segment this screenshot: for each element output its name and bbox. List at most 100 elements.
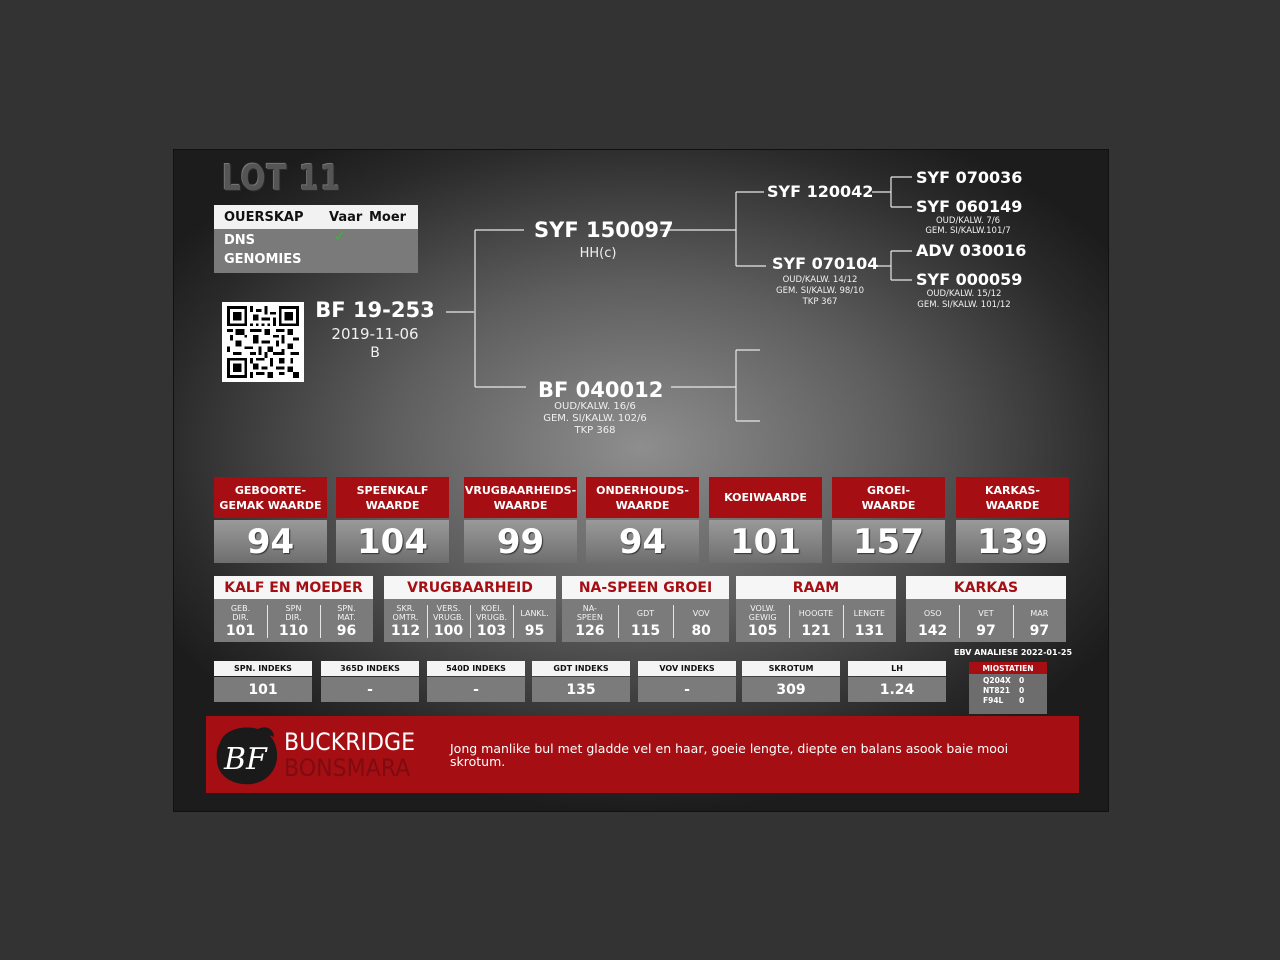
footer-banner	[206, 716, 1079, 793]
sire-sire-dam-intercalving: GEM. SI/KALW.101/7	[925, 226, 1011, 236]
ebv-label: ONDERHOUDS- WAARDE	[586, 477, 699, 518]
group-cell: GEB. DIR.101	[225, 604, 256, 639]
ebv-value: 104	[336, 520, 449, 563]
ebv-maintenance: ONDERHOUDS- WAARDE 94	[586, 477, 699, 563]
ebv-value: 99	[464, 520, 577, 563]
brand-name: BUCKRIDGE	[284, 728, 416, 756]
sire-id: SYF 150097	[534, 218, 674, 242]
bf-logo-icon: BF	[216, 727, 278, 785]
ebv-value: 157	[832, 520, 945, 563]
mother-column-header: Moer	[369, 209, 407, 225]
ebv-value: 101	[709, 520, 822, 563]
parentage-row-genomies: GENOMIES	[224, 252, 302, 267]
ebv-weaning: SPEENKALF WAARDE 104	[336, 477, 449, 563]
dam-tkp: TKP 368	[574, 425, 616, 436]
sire-dam-tkp: TKP 367	[802, 297, 838, 307]
group-cell: SPN DIR.110	[267, 599, 320, 642]
group-cell: LANKL.95	[513, 599, 556, 642]
check-icon: ✓	[334, 229, 346, 245]
group-title: VRUGBAARHEID	[384, 576, 556, 599]
sire-dam-dam-calving: OUD/KALW. 15/12	[926, 289, 1002, 299]
group-cell: SKR. OMTR.112	[390, 604, 421, 639]
parentage-row-dns: DNS	[224, 233, 256, 248]
sire-sire-id: SYF 120042	[767, 182, 874, 201]
sire-sire-dam-calving: OUD/KALW. 7/6	[935, 216, 1001, 226]
lot-description: Jong manlike bul met gladde vel en haar,…	[450, 741, 1009, 769]
ebv-label: GEBOORTE- GEMAK WAARDE	[214, 477, 327, 518]
sire-sire-sire-id: SYF 070036	[916, 168, 1023, 187]
ebv-carcass: KARKAS- WAARDE 139	[956, 477, 1069, 563]
parentage-table: OUERSKAP Vaar Moer DNS ✓ GENOMIES	[214, 205, 418, 273]
ebv-value: 139	[956, 520, 1069, 563]
sire-dam-intercalving: GEM. SI/KALW. 98/10	[776, 286, 864, 296]
group-fertility: VRUGBAARHEID SKR. OMTR.112 VERS. VRUGB.1…	[384, 576, 556, 642]
sire-dam-dam-id: SYF 000059	[916, 270, 1023, 289]
myostatin-title: MIOSTATIEN	[969, 662, 1047, 674]
group-cell: KOEI. VRUGB.103	[470, 599, 513, 642]
ebv-label: VRUGBAARHEIDS- WAARDE	[464, 477, 577, 518]
dam-calving: OUD/KALW. 16/6	[554, 401, 636, 412]
ebv-value: 94	[214, 520, 327, 563]
ebv-cow: KOEIWAARDE 101	[709, 477, 822, 563]
parentage-heading: OUERSKAP	[224, 209, 304, 225]
sire-dam-calving: OUD/KALW. 14/12	[782, 275, 858, 285]
sire-dam-dam-intercalving: GEM. SI/KALW. 101/12	[917, 300, 1011, 310]
dam-id: BF 040012	[538, 378, 664, 402]
svg-text:BF: BF	[223, 742, 268, 777]
qr-code-icon[interactable]	[222, 302, 304, 382]
group-title: KALF EN MOEDER	[214, 576, 373, 599]
index-540d: 540D INDEKS-	[427, 661, 525, 703]
group-title: KARKAS	[906, 576, 1066, 599]
ebv-label: SPEENKALF WAARDE	[336, 477, 449, 518]
ebv-label: GROEI- WAARDE	[832, 477, 945, 518]
group-title: NA-SPEEN GROEI	[562, 576, 729, 599]
sire-sire-dam-id: SYF 060149	[916, 197, 1023, 216]
index-365d: 365D INDEKS-	[321, 661, 419, 703]
ebv-value: 94	[586, 520, 699, 563]
brand-breed: BONSMARA	[284, 754, 411, 782]
group-title: RAAM	[736, 576, 896, 599]
sire-note: HH(c)	[579, 246, 617, 261]
pedigree-lines	[446, 176, 912, 422]
ebv-label: KARKAS- WAARDE	[956, 477, 1069, 518]
ebv-label: KOEIWAARDE	[709, 477, 822, 518]
sire-dam-sire-id: ADV 030016	[916, 241, 1027, 260]
birth-date: 2019-11-06	[331, 325, 419, 343]
animal-code: B	[370, 345, 380, 361]
parentage-header: OUERSKAP Vaar Moer	[214, 205, 418, 229]
ebv-analysis-date: EBV ANALIESE 2022-01-25	[954, 648, 1073, 657]
sire-dam-id: SYF 070104	[772, 254, 879, 273]
index-vov: VOV INDEKS-	[638, 661, 736, 703]
ebv-growth: GROEI- WAARDE 157	[832, 477, 945, 563]
ebv-fertility: VRUGBAARHEIDS- WAARDE 99	[464, 477, 577, 563]
group-calf-and-mother: KALF EN MOEDER GEB. DIR.101 SPN DIR.110 …	[214, 576, 373, 642]
lot-card: LOT 11 OUERSKAP Vaar Moer DNS ✓ GENOMIES	[173, 149, 1109, 812]
dam-intercalving: GEM. SI/KALW. 102/6	[543, 413, 647, 424]
father-column-header: Vaar	[329, 209, 363, 225]
group-cell: SPN. MAT.96	[320, 599, 373, 642]
lot-title: LOT 11	[222, 158, 342, 199]
ebv-calving-ease: GEBOORTE- GEMAK WAARDE 94	[214, 477, 327, 563]
group-cell: VERS. VRUGB.100	[427, 599, 470, 642]
animal-id: BF 19-253	[315, 298, 435, 322]
